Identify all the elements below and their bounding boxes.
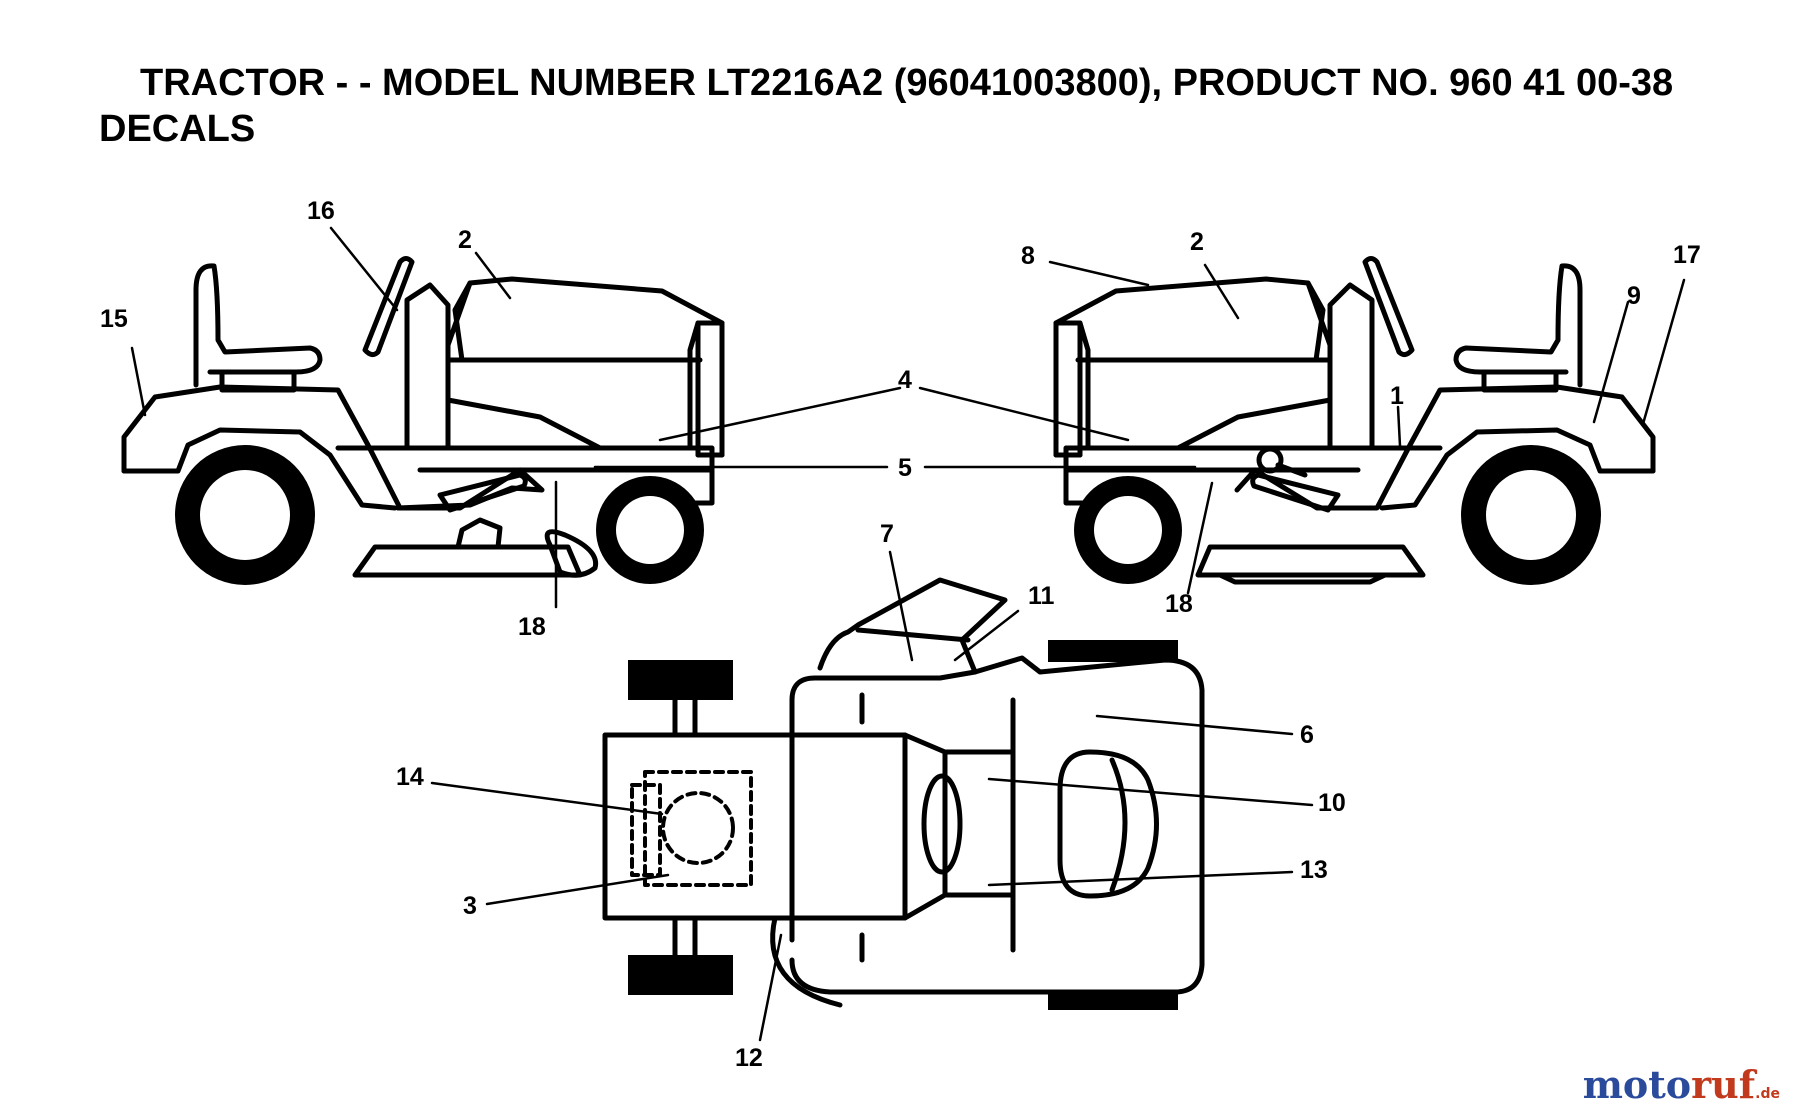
callout-18-right: 18 xyxy=(1165,590,1193,618)
diagram-title: TRACTOR - - MODEL NUMBER LT2216A2 (96041… xyxy=(140,62,1674,104)
tractor-top-view xyxy=(602,577,1205,1008)
callout-4: 4 xyxy=(898,366,912,394)
callout-labels: 15 16 2 18 4 5 8 2 17 9 1 18 7 11 6 10 1… xyxy=(100,197,1701,1072)
top-view-tires xyxy=(628,640,1178,1010)
callout-16: 16 xyxy=(307,197,335,225)
callout-2-right: 2 xyxy=(1190,228,1204,256)
tractor-right-side-view xyxy=(1053,256,1656,585)
callout-9: 9 xyxy=(1627,282,1641,310)
callout-11: 11 xyxy=(1028,582,1055,610)
callout-6: 6 xyxy=(1300,721,1314,749)
callout-17: 17 xyxy=(1673,241,1701,269)
callout-14: 14 xyxy=(396,763,424,791)
callout-13: 13 xyxy=(1300,856,1328,884)
left-view-wheels xyxy=(175,445,704,585)
callout-leader-lines xyxy=(130,226,1686,1042)
callout-10: 10 xyxy=(1318,789,1346,817)
callout-18-left: 18 xyxy=(518,613,546,641)
watermark-logo: motoruf.de xyxy=(1582,1062,1780,1107)
callout-3: 3 xyxy=(463,892,477,920)
callout-2-left: 2 xyxy=(458,226,472,254)
callout-15: 15 xyxy=(100,305,128,333)
diagram-subtitle: DECALS xyxy=(99,108,256,150)
callout-5: 5 xyxy=(898,454,912,482)
right-view-wheels xyxy=(1074,445,1601,585)
callout-12: 12 xyxy=(735,1044,763,1072)
callout-1: 1 xyxy=(1390,382,1404,410)
callout-7: 7 xyxy=(880,520,894,548)
callout-8: 8 xyxy=(1021,242,1035,270)
